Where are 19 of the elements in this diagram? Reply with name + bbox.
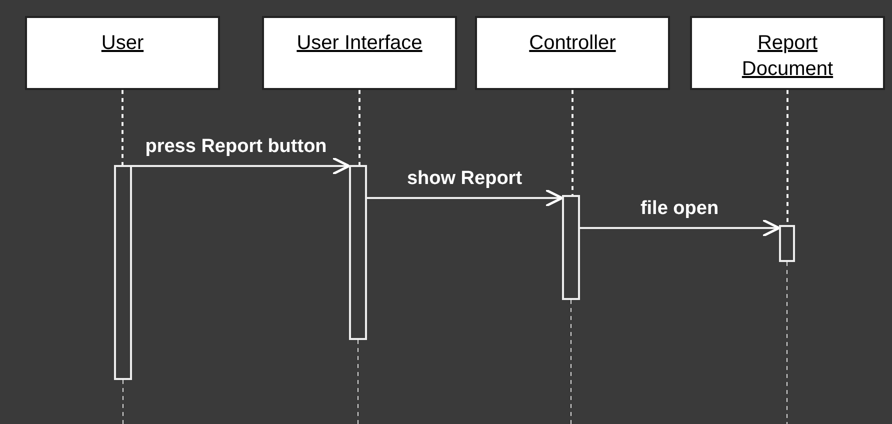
lifeline [786,90,788,225]
activation-bar [349,165,367,340]
lifeline [572,90,574,195]
message-arrow [580,218,780,238]
activation-bar [114,165,132,380]
activation-bar [562,195,580,300]
message-label: show Report [404,168,524,190]
message-arrow [367,188,564,208]
lifeline-header-box [475,16,670,90]
participant-name: User Interface [296,31,422,56]
participant-name: User [101,31,144,56]
activation-bar [779,225,795,262]
lifeline [358,90,360,165]
lifeline-header-box [262,16,457,90]
participant-name: Report Document [740,31,834,82]
lifeline [122,90,124,165]
participant-name: Controller [529,31,616,56]
lifeline-header-box [690,16,885,90]
lifeline-header-box [25,16,220,90]
